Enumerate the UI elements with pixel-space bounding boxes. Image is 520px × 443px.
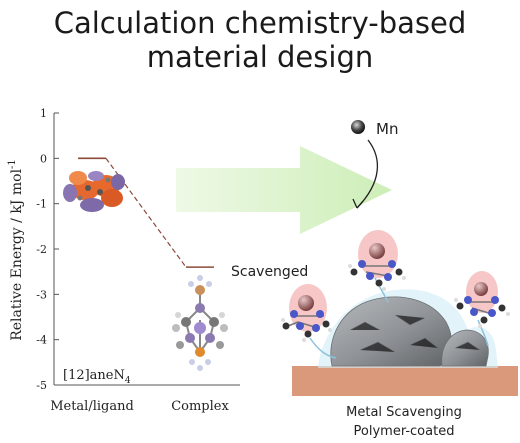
y-tick-label: -5 <box>36 379 47 392</box>
mn-atom <box>351 120 365 134</box>
x-tick-label: Complex <box>171 399 229 414</box>
title-line-2: material design <box>146 40 374 74</box>
mn-label: Mn <box>376 120 398 138</box>
curved-arrow <box>356 139 379 209</box>
y-ticks: 1 0 -1 -2 -3 -4 -5 <box>36 107 59 392</box>
complex-molecule <box>172 275 228 371</box>
ligand-orbital-molecule <box>63 171 125 212</box>
y-tick-label: -2 <box>36 243 47 256</box>
energy-connector <box>105 157 187 268</box>
title-line-1: Calculation chemistry-based <box>53 6 467 40</box>
bound-complex-left <box>281 284 332 342</box>
bound-complex-middle <box>348 230 406 291</box>
ligand-annotation: [12]aneN4 <box>63 368 131 386</box>
energy-levels <box>78 157 214 268</box>
y-tick-label: -3 <box>36 288 47 301</box>
scavenged-label: Scavenged <box>231 264 308 280</box>
energy-chart: 1 0 -1 -2 -3 -4 -5 Metal/ligand Complex Relativ… <box>7 107 240 414</box>
particle-texture <box>349 314 481 353</box>
arrow-head <box>352 198 364 209</box>
polymer-tethers <box>309 277 489 359</box>
y-tick-label: -1 <box>36 198 47 211</box>
x-tick-label: Metal/ligand <box>50 399 134 414</box>
caption-line-2: Polymer-coated <box>354 424 455 439</box>
process-arrow <box>176 146 392 234</box>
y-axis-label: Relative Energy / kJ mol-1 <box>7 159 25 341</box>
scavenging-schematic: Mn Scavenged <box>231 120 518 439</box>
y-tick-label: 1 <box>40 107 47 120</box>
bound-complex-right <box>454 271 510 328</box>
substrate-layer <box>292 366 518 396</box>
x-ticks: Metal/ligand Complex <box>50 399 229 414</box>
caption-line-1: Metal Scavenging <box>346 405 462 420</box>
y-tick-label: 0 <box>40 152 47 165</box>
y-tick-label: -4 <box>36 334 47 347</box>
